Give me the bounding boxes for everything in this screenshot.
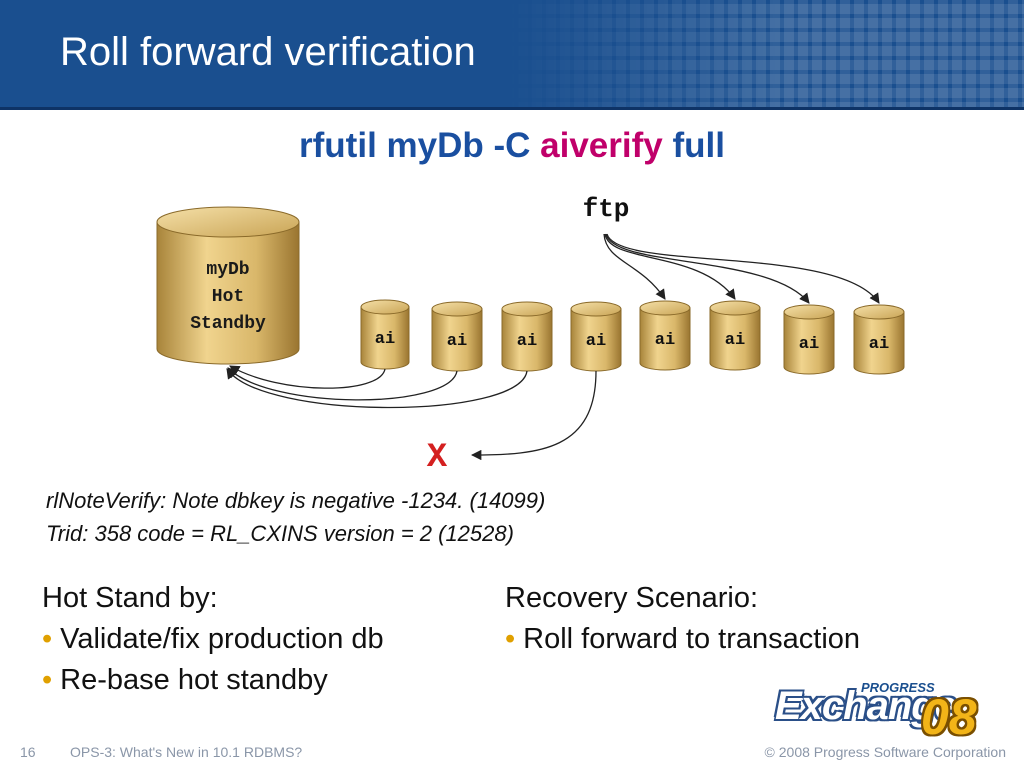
- apply-arrow-3: [226, 368, 528, 409]
- ai-label: ai: [586, 332, 606, 351]
- left-bullet-1-text: Validate/fix production db: [60, 623, 384, 655]
- ai-label: ai: [517, 332, 537, 351]
- database-cylinder: myDb Hot Standby: [156, 206, 300, 365]
- ai-label: ai: [447, 332, 467, 351]
- footer-page-number: 16: [20, 744, 36, 760]
- ftp-label: ftp: [583, 194, 630, 224]
- ai-label: ai: [655, 331, 675, 350]
- header-grid-pattern: [504, 0, 1024, 107]
- left-column-heading: Hot Stand by:: [42, 582, 218, 614]
- right-column-heading: Recovery Scenario:: [505, 582, 759, 614]
- left-column: Hot Stand by: •Validate/fix production d…: [42, 578, 384, 701]
- right-column: Recovery Scenario: •Roll forward to tran…: [505, 578, 860, 660]
- footer-copyright: © 2008 Progress Software Corporation: [764, 744, 1006, 760]
- ftp-arrow-2: [604, 233, 736, 300]
- ai-file-5: ai: [639, 300, 691, 371]
- ftp-arrows: [603, 233, 880, 304]
- error-note: rlNoteVerify: Note dbkey is negative -12…: [46, 484, 545, 550]
- error-note-line-1: rlNoteVerify: Note dbkey is negative -12…: [46, 488, 546, 513]
- ai-label: ai: [869, 335, 889, 354]
- ai-file-4: ai: [570, 301, 622, 372]
- ai-file-2: ai: [431, 301, 483, 372]
- error-note-line-2: Trid: 358 code = RL_CXINS version = 2 (1…: [46, 521, 514, 546]
- error-arrow: [470, 370, 597, 461]
- left-bullet-2-text: Re-base hot standby: [60, 664, 328, 696]
- left-bullet-2: •Re-base hot standby: [42, 660, 384, 701]
- error-x-mark: X: [427, 439, 448, 477]
- left-bullet-1: •Validate/fix production db: [42, 619, 384, 660]
- logo-word: Exchange: [775, 684, 957, 728]
- ftp-arrow-3: [605, 233, 810, 304]
- db-label-line-1: myDb: [206, 260, 249, 280]
- bullet-dot: •: [42, 623, 53, 655]
- command-part-2: full: [662, 126, 725, 165]
- ai-label: ai: [725, 331, 745, 350]
- logo-brand: PROGRESS: [861, 680, 935, 695]
- right-bullet-1-text: Roll forward to transaction: [523, 623, 861, 655]
- right-bullet-1: •Roll forward to transaction: [505, 619, 860, 660]
- ai-file-3: ai: [501, 301, 553, 372]
- bullet-dot: •: [505, 623, 516, 655]
- ai-label: ai: [799, 335, 819, 354]
- footer-session: OPS-3: What's New in 10.1 RDBMS?: [70, 744, 303, 760]
- ftp-arrow-4: [606, 233, 880, 304]
- command-line: rfutil myDb -C aiverify full: [0, 126, 1024, 166]
- bullet-dot: •: [42, 664, 53, 696]
- exchange-logo: Exchange PROGRESS 08: [775, 680, 1005, 745]
- ai-file-8: ai: [853, 304, 905, 375]
- ai-file-1: ai: [360, 299, 410, 370]
- slide-title: Roll forward verification: [60, 30, 476, 74]
- command-part-1: rfutil myDb -C: [299, 126, 541, 165]
- ai-label: ai: [375, 330, 395, 349]
- db-label-line-3: Standby: [190, 314, 266, 334]
- title-bar: Roll forward verification: [0, 0, 1024, 110]
- apply-arrows: [226, 365, 597, 461]
- ftp-arrow-1: [603, 233, 666, 300]
- db-label-line-2: Hot: [212, 287, 244, 307]
- command-highlight: aiverify: [540, 126, 663, 165]
- logo-year: 08: [921, 689, 977, 745]
- apply-arrow-2: [227, 367, 458, 401]
- ai-file-6: ai: [709, 300, 761, 371]
- apply-arrow-1: [229, 365, 386, 389]
- ai-file-7: ai: [783, 304, 835, 375]
